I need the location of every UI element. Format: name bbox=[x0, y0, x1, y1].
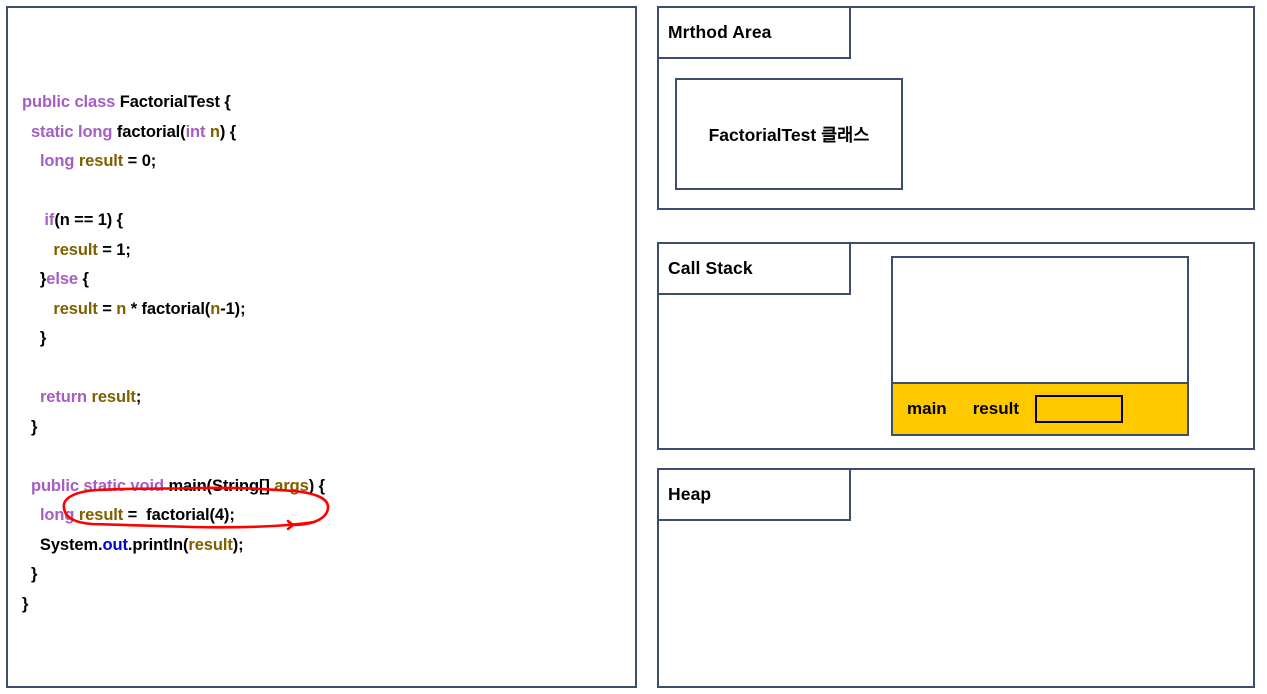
code-token: ) { bbox=[219, 122, 237, 141]
code-token: n bbox=[116, 299, 131, 318]
code-line: if(n == 1) { bbox=[22, 206, 325, 236]
code-token bbox=[22, 211, 44, 229]
code-line: } bbox=[22, 560, 325, 590]
heap-panel: Heap bbox=[657, 468, 1255, 688]
code-token bbox=[22, 477, 31, 495]
code-token: factorial( bbox=[116, 122, 186, 141]
code-token: } bbox=[22, 565, 38, 583]
code-token: { bbox=[77, 270, 89, 288]
code-line: long result = factorial(4); bbox=[22, 501, 325, 531]
code-token: long bbox=[39, 506, 79, 524]
code-line: } bbox=[22, 413, 325, 443]
code-token: ; bbox=[135, 388, 142, 406]
method-area-title: Mrthod Area bbox=[657, 6, 851, 59]
code-token: ); bbox=[232, 535, 244, 554]
code-token: } bbox=[22, 329, 47, 347]
code-token: = 0; bbox=[127, 152, 157, 170]
java-source-code: public class FactorialTest { static long… bbox=[22, 88, 325, 619]
code-panel: public class FactorialTest { static long… bbox=[6, 6, 637, 688]
code-token: return bbox=[39, 388, 92, 406]
code-token: result bbox=[53, 240, 103, 259]
code-token bbox=[22, 152, 40, 170]
code-line: public static void main(String[] args) { bbox=[22, 472, 325, 502]
code-token: (n == 1) { bbox=[54, 211, 124, 229]
code-line bbox=[22, 177, 325, 207]
code-token: } bbox=[22, 594, 29, 613]
code-token: } bbox=[22, 270, 47, 288]
code-token: main(String[] bbox=[168, 476, 275, 495]
code-token bbox=[22, 123, 31, 141]
code-token: public class bbox=[22, 93, 120, 111]
code-token: if bbox=[44, 211, 55, 229]
code-token: n bbox=[210, 299, 221, 318]
stack-frame-variable-value bbox=[1034, 395, 1123, 423]
method-area-class-box: FactorialTest 클래스 bbox=[675, 78, 903, 190]
method-area-panel: Mrthod Area FactorialTest 클래스 bbox=[657, 6, 1255, 210]
code-token: result bbox=[78, 152, 128, 170]
code-line bbox=[22, 354, 325, 384]
heap-title: Heap bbox=[657, 468, 851, 521]
code-line: public class FactorialTest { bbox=[22, 88, 325, 118]
code-token: out bbox=[102, 535, 128, 554]
stack-frame-main: main result bbox=[893, 382, 1187, 434]
code-token: } bbox=[22, 417, 38, 436]
code-token: result bbox=[91, 388, 136, 406]
code-token: = 1; bbox=[102, 240, 131, 259]
code-token: -1); bbox=[220, 299, 246, 318]
code-line: return result; bbox=[22, 383, 325, 413]
code-line: long result = 0; bbox=[22, 147, 325, 177]
code-token: FactorialTest { bbox=[119, 93, 231, 111]
code-line: } bbox=[22, 590, 325, 620]
code-token: result bbox=[53, 299, 103, 318]
code-token: public static void bbox=[30, 476, 169, 495]
call-stack-title: Call Stack bbox=[657, 242, 851, 295]
code-token: else bbox=[46, 270, 78, 288]
code-line: } bbox=[22, 324, 325, 354]
code-token: result bbox=[188, 535, 233, 554]
code-token: System. bbox=[22, 535, 103, 554]
code-line: }else { bbox=[22, 265, 325, 295]
code-token: n bbox=[209, 122, 220, 141]
call-stack-frames-container: main result bbox=[891, 256, 1189, 436]
code-token bbox=[22, 300, 53, 318]
stack-frame-method-name: main bbox=[907, 399, 947, 418]
code-token: .println( bbox=[127, 535, 189, 554]
code-token bbox=[22, 388, 40, 406]
code-line: result = 1; bbox=[22, 236, 325, 266]
code-token bbox=[22, 241, 53, 259]
code-token: long bbox=[39, 152, 79, 170]
stack-frame-variable-name: result bbox=[972, 399, 1019, 418]
code-token: result bbox=[78, 506, 128, 524]
code-line: System.out.println(result); bbox=[22, 531, 325, 561]
code-line: static long factorial(int n) { bbox=[22, 118, 325, 148]
code-token: int bbox=[185, 122, 210, 141]
code-token: static long bbox=[30, 122, 117, 141]
code-token bbox=[22, 506, 40, 524]
call-stack-panel: Call Stack main result bbox=[657, 242, 1255, 450]
code-token: * factorial( bbox=[130, 299, 211, 318]
code-line bbox=[22, 442, 325, 472]
code-token: = factorial(4); bbox=[127, 506, 235, 524]
code-token: ) { bbox=[308, 476, 325, 495]
code-token: = bbox=[102, 299, 117, 318]
code-token: args bbox=[274, 476, 309, 495]
code-line: result = n * factorial(n-1); bbox=[22, 295, 325, 325]
